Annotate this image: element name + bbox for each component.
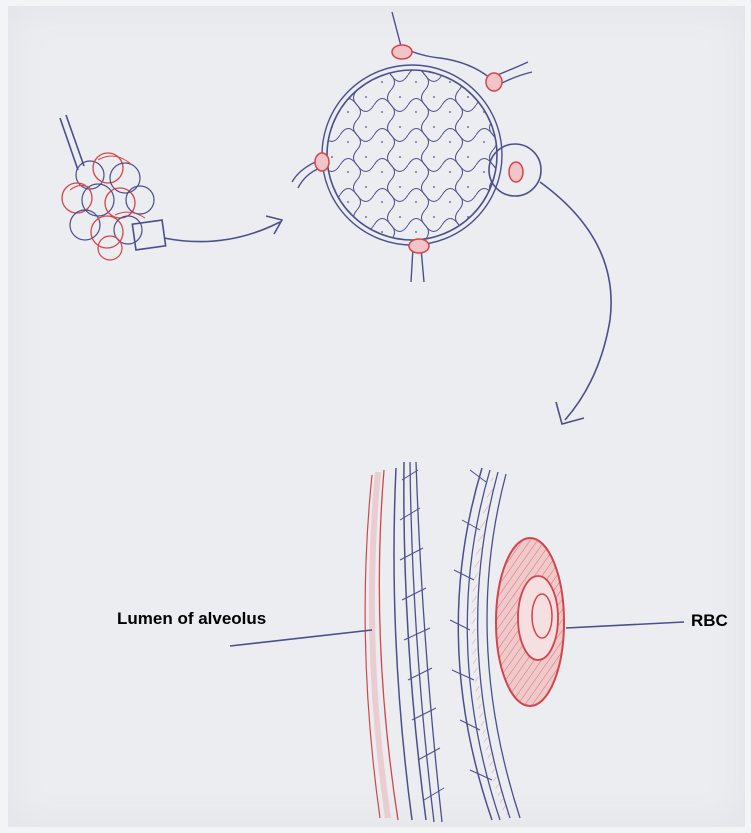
capillary-rbc-left <box>315 153 329 171</box>
arrow-cluster-to-alveolus <box>164 216 282 242</box>
alveolus-cross-section <box>292 12 541 282</box>
label-rbc: RBC <box>691 611 728 631</box>
label-lumen-of-alveolus: Lumen of alveolus <box>117 609 266 629</box>
alveolar-sac-cluster <box>60 115 166 260</box>
capillary-rbc-right-lower <box>509 162 523 182</box>
lumen-pointer-line <box>230 630 372 646</box>
capillary-rbc-bottom <box>409 239 429 253</box>
capillary-rbc-top <box>392 45 412 59</box>
rbc-cell <box>496 538 564 706</box>
rbc-pointer-line <box>566 622 684 628</box>
arrow-to-detail <box>540 182 611 424</box>
capillary-rbc-right <box>486 73 502 91</box>
